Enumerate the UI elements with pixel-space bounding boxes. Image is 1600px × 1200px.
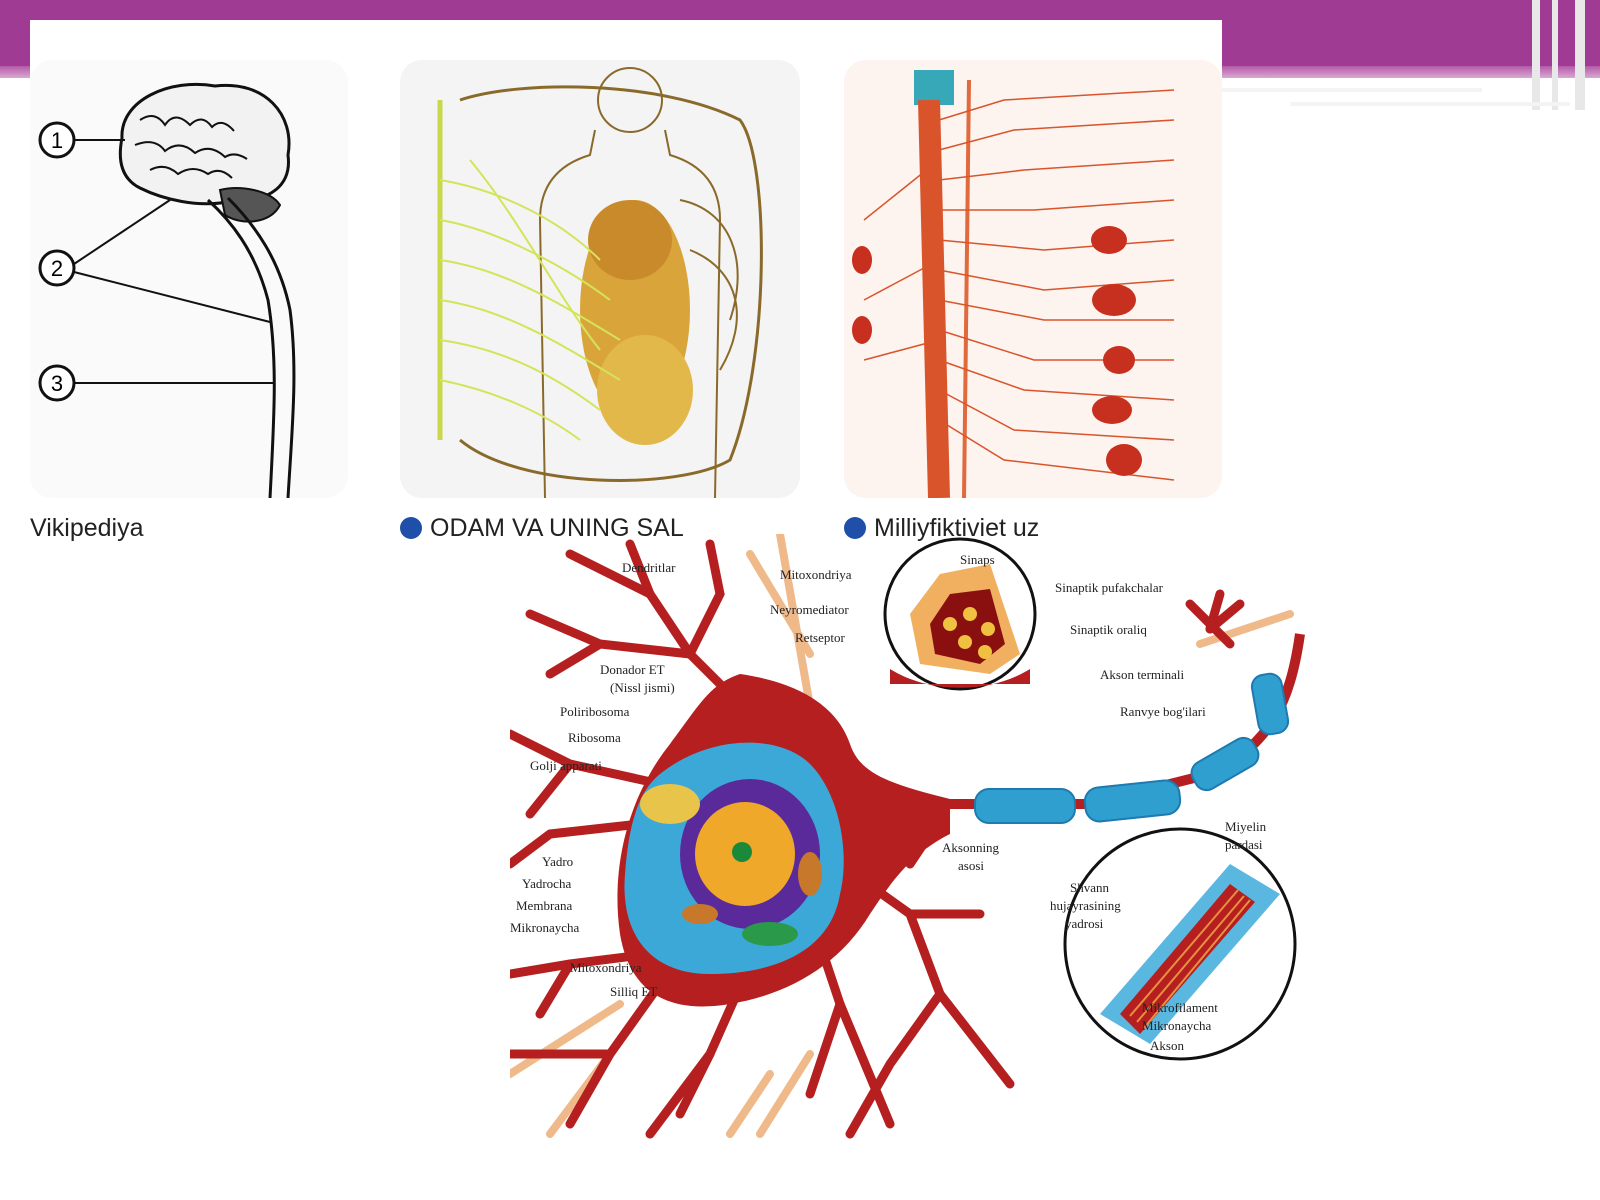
label-schwann: Shvann [1070,880,1110,895]
result-source-text: ODAM VA UNING SAL [430,514,684,542]
result-source-text: Vikipediya [30,514,144,542]
label-smooth-er: Silliq ET [610,984,657,999]
decor-stripe [1532,0,1540,110]
label-schwann-3: yadrosi [1065,916,1104,931]
label-microfilament: Mikrofilament [1142,1000,1218,1015]
site-favicon-icon [400,517,422,539]
result-source-2[interactable]: ODAM VA UNING SAL [400,514,740,548]
label-rough-er: Donador ET [600,662,665,677]
autonomic-nerves-image [437,67,763,498]
image-search-results: 1 2 3 Vikipediya ODAM V [30,20,1222,545]
neuron-diagram-svg: Dendritlar Sinaps Mitoxondriya Neyromedi… [510,534,1305,1139]
neuron-diagram: Dendritlar Sinaps Mitoxondriya Neyromedi… [510,534,1348,1144]
result-source-text: Milliyfiktiviet uz [874,514,1040,542]
result-source-1[interactable]: Vikipediya [30,514,348,548]
label-schwann-2: hujayrasining [1050,898,1121,913]
brain-label-2: 2 [51,256,63,281]
neuron-labels: Dendritlar Sinaps Mitoxondriya Neyromedi… [510,552,1267,1053]
label-synaptic-cleft: Sinaptik oraliq [1070,622,1147,637]
label-neurotransmitter: Neyromediator [770,602,849,617]
label-golgi: Golji apparati [530,758,602,773]
label-ribosome: Ribosoma [568,730,621,745]
result-card-brain[interactable]: 1 2 3 [30,60,348,498]
label-membrane: Membrana [516,898,573,913]
label-axon-hillock-2: asosi [958,858,984,873]
brain-label-3: 3 [51,371,63,396]
label-ranvier: Ranvye bog'ilari [1120,704,1206,719]
label-myelin: Miyelin [1225,819,1267,834]
site-favicon-icon [844,517,866,539]
decor-stripe [1575,0,1585,110]
label-nucleolus: Yadrocha [522,876,571,891]
label-nucleus: Yadro [542,854,573,869]
label-dendrite: Dendritlar [622,560,676,575]
label-synapse: Sinaps [960,552,995,567]
result-card-sympathetic[interactable] [844,60,1222,498]
label-microtubule-2: Mikronaycha [1142,1018,1212,1033]
decor-line [1222,88,1482,92]
label-polyribosome: Poliribosoma [560,704,630,719]
label-microtubule: Mikronaycha [510,920,580,935]
result-card-autonomic[interactable] [400,60,800,498]
label-axon-hillock: Aksonning [942,840,1000,855]
label-mitochondria: Mitoxondriya [570,960,642,975]
decor-stripe [1552,0,1558,110]
label-axon-terminal: Akson terminali [1100,667,1185,682]
label-axon: Akson [1150,1038,1184,1053]
sympathetic-system-image [844,60,1222,498]
label-mitochondria-top: Mitoxondriya [780,567,852,582]
label-myelin-2: pardasi [1225,837,1263,852]
brain-spinal-cord-image: 1 2 3 [38,82,296,498]
label-rough-er-sub: (Nissl jismi) [610,680,675,695]
result-source-3[interactable]: Milliyfiktiviet uz [844,514,1094,548]
brain-label-1: 1 [51,128,63,153]
label-receptor: Retseptor [795,630,845,645]
label-synaptic-vesicles: Sinaptik pufakchalar [1055,580,1164,595]
decor-line [1290,102,1570,106]
